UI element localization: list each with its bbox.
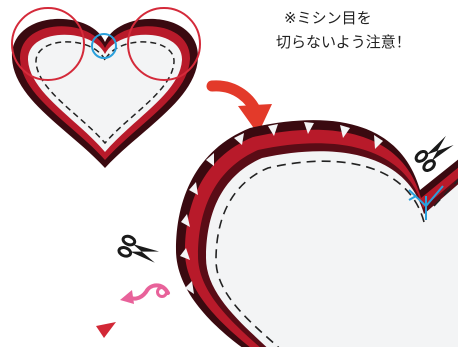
left-lobe-circle	[11, 7, 85, 81]
notch-cut	[374, 135, 383, 149]
notch-cut	[234, 133, 244, 145]
large-heart	[176, 120, 458, 347]
notch-triangle-icon	[96, 322, 116, 338]
notch-cut	[268, 124, 278, 136]
center-notch-marker	[408, 185, 444, 220]
notch-cut	[181, 214, 190, 227]
notch-cut	[180, 248, 190, 260]
notch-cut	[304, 122, 314, 134]
small-heart	[11, 7, 201, 169]
warning-note-line-1: ※ミシン目を	[284, 9, 372, 27]
notch-cuts	[180, 122, 383, 294]
notch-cut	[206, 153, 214, 166]
scissors-icon	[414, 135, 454, 173]
center-notch-circle	[91, 33, 117, 59]
right-lobe-circle	[127, 7, 201, 81]
large-heart-stitch-line	[215, 160, 458, 347]
direction-arrow	[206, 80, 272, 134]
small-heart-body	[27, 34, 183, 153]
notch-cut	[340, 125, 350, 138]
notch-cut	[189, 182, 198, 195]
large-heart-body	[206, 151, 458, 347]
warning-note-line-2: 切らないよう注意！	[276, 33, 411, 51]
notch-cut	[185, 281, 194, 294]
small-heart-stitch-line	[35, 41, 175, 145]
scissors-icon	[117, 234, 159, 263]
curved-arrow-icon	[120, 283, 170, 304]
